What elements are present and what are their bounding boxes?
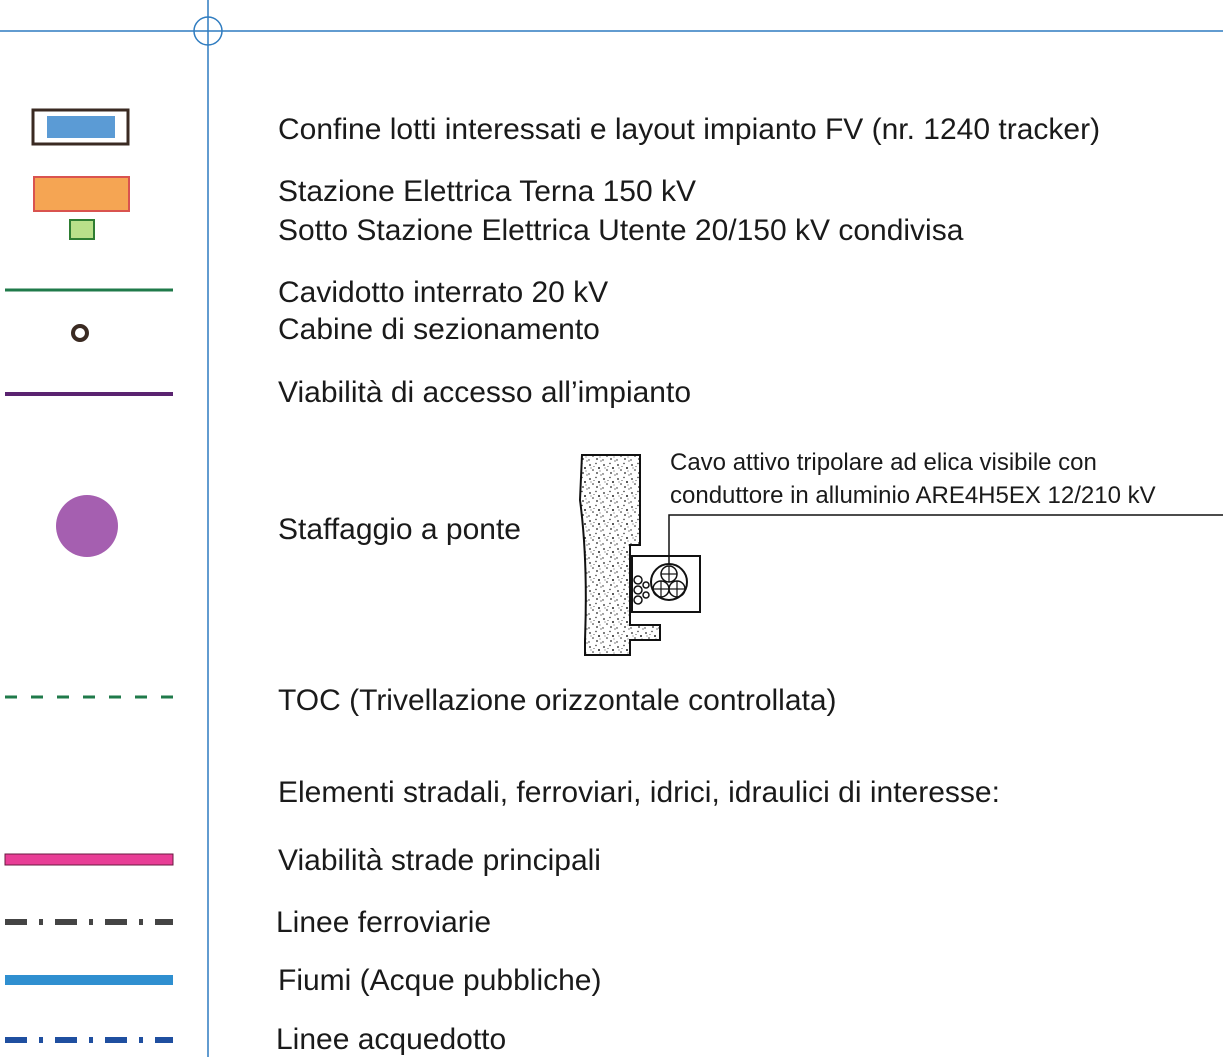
terna-station-symbol <box>33 176 130 212</box>
label-toc: TOC (Trivellazione orizzontale controlla… <box>278 684 837 717</box>
label-fiumi: Fiumi (Acque pubbliche) <box>278 964 602 997</box>
bridge-section-drawing <box>578 454 1223 656</box>
label-confine-fv: Confine lotti interessati e layout impia… <box>278 113 1101 146</box>
label-staffaggio: Staffaggio a ponte <box>278 513 521 546</box>
sse-utente-symbol <box>69 219 95 240</box>
strade-line-symbol <box>4 853 174 866</box>
fv-layout-symbol-fill <box>47 116 115 138</box>
frame-corner-circle <box>193 16 223 46</box>
label-sse-utente: Sotto Stazione Elettrica Utente 20/150 k… <box>278 214 964 247</box>
label-acquedotto: Linee acquedotto <box>276 1023 507 1056</box>
label-ferrovie: Linee ferroviarie <box>276 906 492 939</box>
label-cavidotto: Cavidotto interrato 20 kV <box>278 276 609 309</box>
label-strade: Viabilità strade principali <box>278 844 601 877</box>
label-elementi-header: Elementi stradali, ferroviari, idrici, i… <box>278 776 1000 809</box>
staffaggio-symbol <box>56 495 118 557</box>
cabine-symbol <box>71 324 89 342</box>
label-cavo-line2: conduttore in alluminio ARE4H5EX 12/210 … <box>670 482 1156 509</box>
label-cabine: Cabine di sezionamento <box>278 313 600 346</box>
label-cavo-line1: Cavo attivo tripolare ad elica visibile … <box>670 449 1097 476</box>
label-stazione-terna: Stazione Elettrica Terna 150 kV <box>278 175 697 208</box>
label-viabilita-accesso: Viabilità di accesso all’impianto <box>278 376 691 409</box>
